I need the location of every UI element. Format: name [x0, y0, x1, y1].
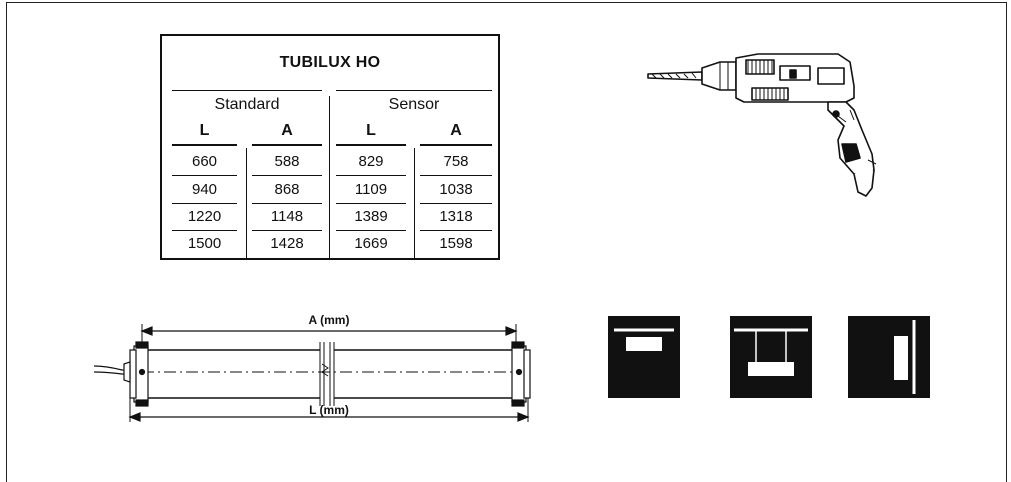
row-rule [252, 175, 322, 176]
group-sensor: Sensor [388, 96, 440, 113]
col-standard-a: A [281, 122, 293, 139]
table-cell: 588 [274, 153, 300, 170]
col-rule [252, 144, 322, 146]
row-rule [420, 230, 492, 231]
row-rule [172, 230, 237, 231]
row-rule [172, 203, 237, 204]
page-frame [6, 2, 1007, 482]
row-rule [336, 203, 406, 204]
col-rule [336, 144, 406, 146]
wall-mount-icon [848, 316, 930, 398]
row-rule [172, 175, 237, 176]
col-sensor-l: L [366, 122, 376, 139]
group-standard: Standard [214, 96, 280, 113]
drill-icon [647, 53, 877, 197]
table-cell: 1109 [354, 181, 388, 198]
table-cell: 1428 [270, 235, 304, 252]
row-rule [252, 230, 322, 231]
suspended-mount-icon [730, 316, 812, 398]
row-rule [252, 203, 322, 204]
table-cell: 1598 [439, 235, 473, 252]
ceiling-surface-mount-icon [608, 316, 680, 398]
table-cell: 1500 [187, 235, 222, 252]
divider [246, 148, 247, 258]
col-sensor-a: A [450, 122, 462, 139]
divider [329, 96, 330, 258]
table-cell: 758 [443, 153, 469, 170]
table-cell: 1318 [439, 208, 473, 225]
col-standard-l: L [199, 122, 210, 139]
row-rule [336, 230, 406, 231]
table-cell: 1220 [187, 208, 222, 225]
sensor-group-rule [336, 90, 492, 91]
dimension-l-label: L (mm) [309, 403, 349, 417]
standard-group-rule [172, 90, 322, 91]
row-rule [420, 203, 492, 204]
table-title: TUBILUX HO [279, 54, 381, 71]
table-cell: 1148 [270, 208, 304, 225]
table-cell: 660 [191, 153, 218, 170]
table-cell: 1038 [439, 181, 473, 198]
table-cell: 1669 [354, 235, 388, 252]
table-cell: 868 [274, 181, 300, 198]
table-cell: 940 [191, 181, 218, 198]
table-cell: 829 [358, 153, 384, 170]
spec-table: TUBILUX HO Standard Sensor L A L A 660 5… [160, 34, 500, 260]
row-rule [336, 175, 406, 176]
luminaire-dimension-drawing: A (mm) L (mm) [93, 313, 531, 422]
col-rule [172, 144, 237, 146]
dimension-a-label: A (mm) [309, 313, 350, 327]
table-cell: 1389 [354, 208, 388, 225]
col-rule [420, 144, 492, 146]
divider [414, 148, 415, 258]
row-rule [420, 175, 492, 176]
